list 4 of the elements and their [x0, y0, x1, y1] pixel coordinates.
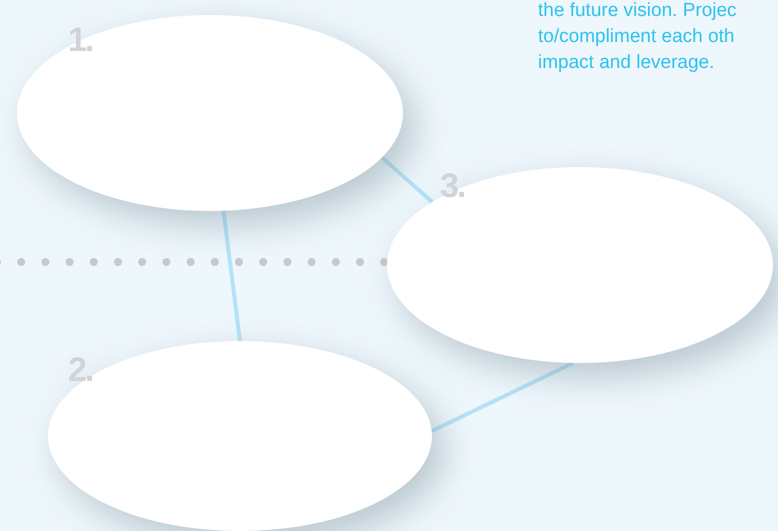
connector-line: [430, 361, 574, 433]
connector-line: [221, 210, 242, 342]
connector-line: [380, 156, 434, 204]
description-text: the future vision. Projec to/compliment each oth impact and leverage.: [538, 0, 738, 75]
